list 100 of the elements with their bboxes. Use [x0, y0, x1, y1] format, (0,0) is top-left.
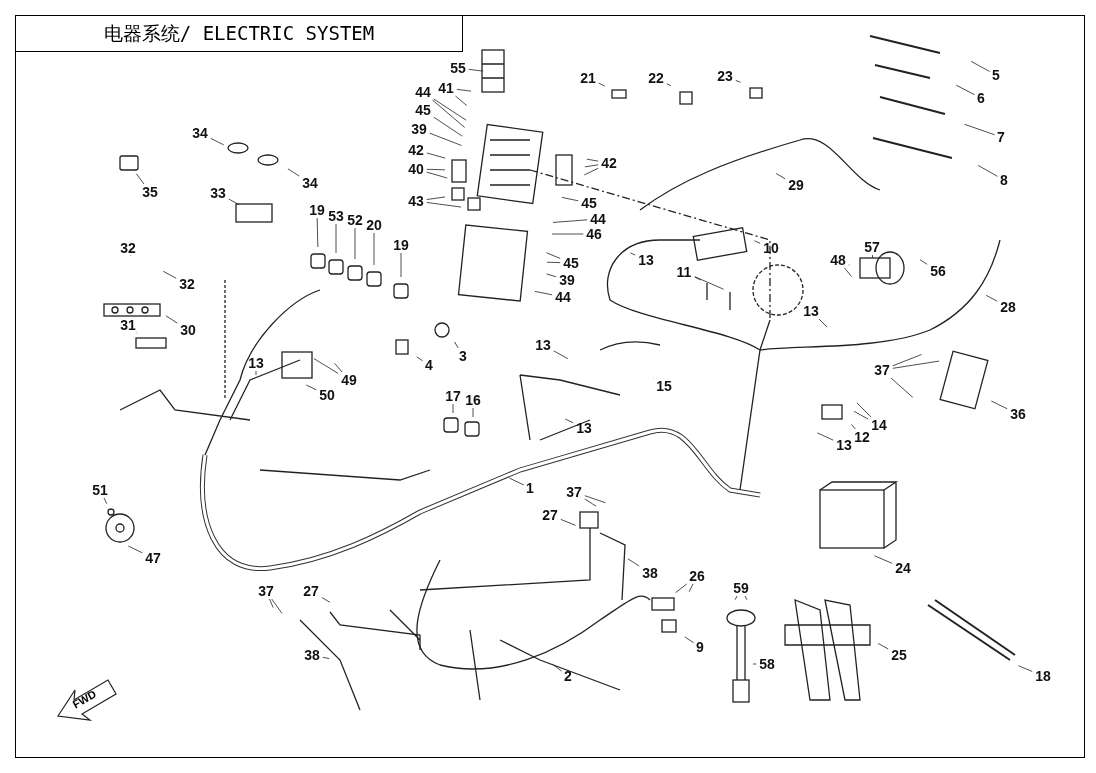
- leader-line: [426, 168, 446, 171]
- leader-line: [135, 173, 145, 185]
- leader-line: [271, 598, 283, 614]
- leader-line: [584, 495, 606, 504]
- callout-number: 38: [304, 648, 320, 662]
- leader-line: [754, 240, 761, 244]
- callout-number: 56: [930, 264, 946, 278]
- leader-line: [456, 88, 472, 92]
- leader-line: [552, 663, 562, 672]
- callout-number: 45: [563, 256, 579, 270]
- callout-number: 13: [836, 438, 852, 452]
- callout-number: 47: [145, 551, 161, 565]
- leader-line: [335, 223, 337, 254]
- leader-line: [468, 68, 484, 72]
- leader-line: [429, 132, 462, 146]
- leader-line: [890, 377, 914, 398]
- leader-line: [432, 99, 466, 128]
- leader-line: [970, 60, 990, 72]
- leader-line: [964, 123, 995, 136]
- leader-line: [561, 197, 579, 202]
- callout-number: 35: [142, 185, 158, 199]
- leader-line: [744, 595, 748, 601]
- leader-line: [426, 152, 446, 159]
- leader-line: [426, 196, 446, 200]
- leader-line: [321, 597, 331, 603]
- callout-number: 24: [895, 561, 911, 575]
- leader-line: [455, 95, 468, 106]
- leader-line: [210, 138, 225, 146]
- callout-number: 30: [180, 323, 196, 337]
- callout-number: 31: [120, 318, 136, 332]
- leader-line: [551, 233, 584, 235]
- leader-line: [553, 350, 569, 360]
- leader-line: [255, 370, 257, 376]
- leader-line: [426, 171, 448, 179]
- callout-number: 46: [586, 227, 602, 241]
- leader-line: [400, 252, 402, 278]
- leader-line: [627, 558, 640, 567]
- leader-line: [844, 267, 852, 277]
- leader-line: [426, 202, 462, 208]
- callout-number: 45: [415, 103, 431, 117]
- leader-line: [985, 294, 998, 302]
- leader-line: [629, 252, 636, 256]
- leader-line: [877, 643, 889, 650]
- leader-line: [734, 595, 738, 601]
- callout-number: 53: [328, 209, 344, 223]
- callout-number: 28: [1000, 300, 1016, 314]
- leader-line: [856, 402, 872, 418]
- callout-number: 2: [564, 669, 572, 683]
- leader-line: [816, 432, 834, 441]
- callout-number: 9: [696, 640, 704, 654]
- leader-line: [851, 424, 856, 430]
- leader-line: [433, 98, 467, 121]
- leader-line: [598, 82, 606, 87]
- callout-number: 8: [1000, 173, 1008, 187]
- leader-line: [584, 498, 597, 507]
- callout-number: 45: [581, 196, 597, 210]
- callout-number: 37: [258, 584, 274, 598]
- callout-number: 20: [366, 218, 382, 232]
- callout-number: 49: [341, 373, 357, 387]
- callout-number: 14: [871, 418, 887, 432]
- callout-number: 44: [555, 290, 571, 304]
- callout-number: 55: [450, 61, 466, 75]
- leader-line: [853, 410, 869, 420]
- callout-number: 33: [210, 186, 226, 200]
- callout-number: 13: [576, 421, 592, 435]
- leader-line: [775, 173, 786, 180]
- callout-number: 57: [864, 240, 880, 254]
- leader-line: [584, 164, 599, 168]
- callout-number: 12: [854, 430, 870, 444]
- callout-number: 32: [179, 277, 195, 291]
- callout-number: 3: [459, 349, 467, 363]
- callout-number: 39: [411, 122, 427, 136]
- leader-line: [373, 232, 375, 266]
- leader-line: [305, 384, 317, 391]
- leader-line: [165, 315, 178, 324]
- callout-number: 1: [526, 481, 534, 495]
- callout-number: 16: [465, 393, 481, 407]
- leader-line: [552, 219, 588, 223]
- leader-line: [433, 116, 463, 137]
- leader-line: [322, 656, 330, 659]
- callout-number: 50: [319, 388, 335, 402]
- leader-line: [688, 583, 694, 593]
- callout-number: 25: [891, 648, 907, 662]
- callout-number: 32: [120, 241, 136, 255]
- callout-number: 42: [601, 156, 617, 170]
- leader-line: [752, 663, 757, 665]
- leader-line: [546, 261, 561, 264]
- callout-number: 58: [759, 657, 775, 671]
- direction-label: FWD: [70, 688, 99, 711]
- callout-number: 44: [415, 85, 431, 99]
- leader-line: [534, 290, 553, 296]
- leader-line: [416, 356, 423, 362]
- leader-line: [892, 360, 940, 369]
- leader-line: [818, 318, 828, 328]
- leader-line: [103, 497, 108, 505]
- callout-number: 43: [408, 194, 424, 208]
- leader-line: [694, 276, 702, 281]
- leader-line: [872, 254, 873, 259]
- callout-number: 34: [302, 176, 318, 190]
- leader-line: [287, 168, 300, 177]
